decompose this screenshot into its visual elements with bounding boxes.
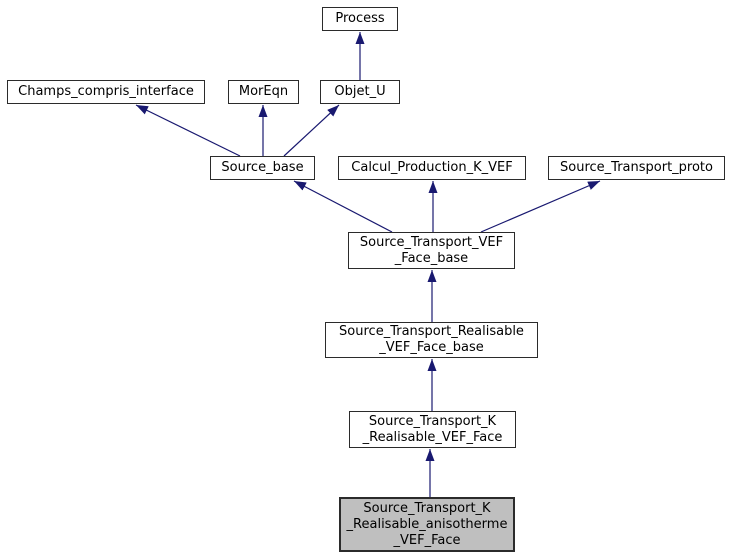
node-source-transport-k-realisable-anisotherme-vef-face: Source_Transport_K _Realisable_anisother… [339, 497, 515, 552]
node-source-transport-proto[interactable]: Source_Transport_proto [548, 156, 725, 180]
node-source-transport-k-realisable-vef-face[interactable]: Source_Transport_K _Realisable_VEF_Face [349, 411, 516, 448]
node-moreqn[interactable]: MorEqn [228, 80, 299, 104]
node-calcul-production-k-vef[interactable]: Calcul_Production_K_VEF [338, 156, 526, 180]
node-champs-compris-interface[interactable]: Champs_compris_interface [7, 80, 205, 104]
node-source-base[interactable]: Source_base [210, 156, 315, 180]
node-objet-u[interactable]: Objet_U [320, 80, 400, 104]
node-source-transport-realisable-vef-face-base[interactable]: Source_Transport_Realisable _VEF_Face_ba… [325, 322, 538, 358]
edge-vefbase-to-sourcebase [293, 180, 393, 233]
edge-vefbase-to-proto [480, 180, 601, 233]
edge-sourcebase-to-objetu [283, 104, 340, 157]
edge-sourcebase-to-champs [135, 104, 241, 157]
node-process[interactable]: Process [322, 7, 398, 31]
node-source-transport-vef-face-base[interactable]: Source_Transport_VEF _Face_base [348, 232, 515, 269]
